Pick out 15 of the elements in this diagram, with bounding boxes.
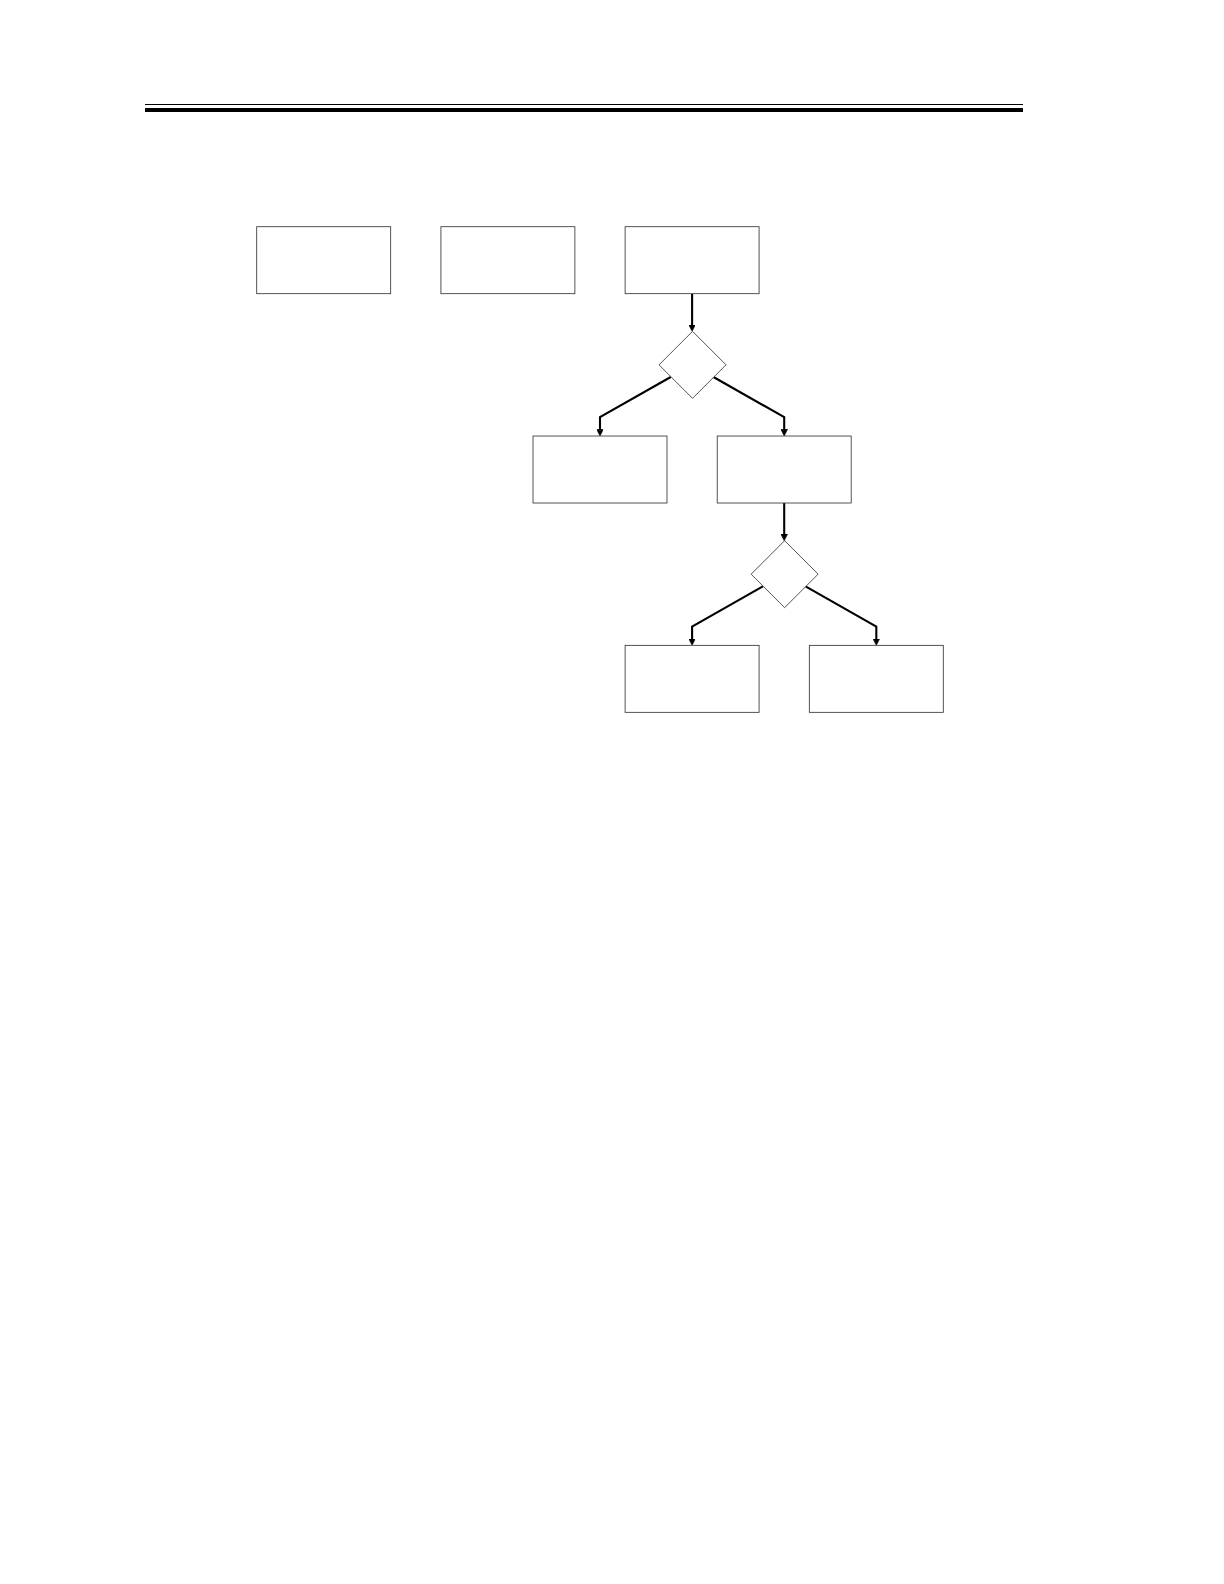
arrow	[712, 376, 788, 437]
arrow	[688, 585, 764, 646]
arrow	[688, 293, 696, 332]
node-box	[624, 644, 760, 713]
arrow	[780, 503, 788, 541]
arrow	[805, 585, 880, 646]
arrow	[596, 376, 672, 437]
node-box	[808, 644, 944, 713]
node-diamond	[658, 330, 727, 399]
node-box	[716, 435, 852, 504]
node-box	[256, 226, 392, 295]
node-box	[532, 435, 668, 504]
node-box	[440, 226, 576, 295]
node-diamond	[750, 540, 819, 609]
node-box	[624, 226, 760, 295]
